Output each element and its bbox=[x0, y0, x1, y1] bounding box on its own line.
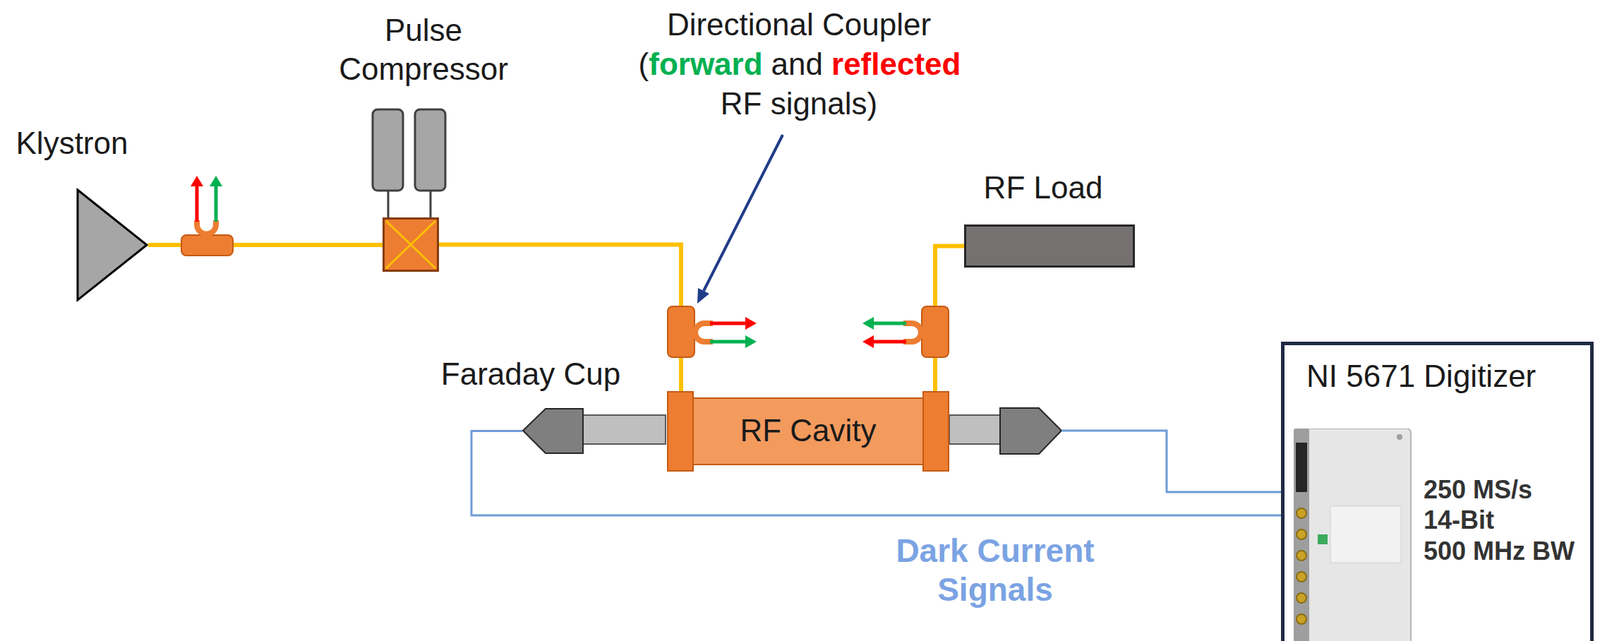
reflected-arrowhead bbox=[190, 175, 204, 187]
signal-wire bbox=[1061, 430, 1281, 492]
faraday-cup-symbol bbox=[1000, 407, 1062, 454]
component-label: Pulse Compressor bbox=[328, 10, 519, 89]
sma-connector bbox=[1296, 508, 1307, 519]
forward-arrow bbox=[710, 340, 747, 344]
cavity-flange bbox=[667, 391, 694, 471]
callout-text: ( bbox=[638, 45, 650, 83]
node-outline bbox=[522, 407, 667, 454]
panel-title: NI 5671 Digitizer bbox=[1306, 357, 1536, 395]
reflected-signal-label: reflected bbox=[831, 45, 961, 83]
hybrid-cross bbox=[386, 220, 436, 269]
sma-connector bbox=[1296, 529, 1307, 540]
component-label: Faraday Cup bbox=[441, 355, 621, 393]
module-label-plate bbox=[1330, 506, 1401, 563]
faraday-cup-node: Faraday Cup bbox=[522, 407, 667, 454]
beam-pipe bbox=[581, 414, 666, 444]
beam-pipe bbox=[949, 414, 1003, 444]
faraday-cup-symbol bbox=[522, 408, 583, 454]
digitizer-module-picture bbox=[1293, 428, 1414, 641]
node-outline bbox=[964, 224, 1135, 268]
reflected-arrow bbox=[195, 184, 200, 222]
module-screw bbox=[1396, 434, 1403, 440]
tube-stem bbox=[387, 189, 390, 219]
component-label: RF Load bbox=[983, 168, 1104, 207]
coupler-body bbox=[667, 306, 695, 358]
forward-arrow bbox=[214, 184, 219, 222]
coupler-body bbox=[921, 306, 949, 358]
reflected-arrow bbox=[872, 340, 907, 344]
sma-connector bbox=[1296, 550, 1307, 561]
spec-line: 250 MS/s bbox=[1423, 474, 1533, 505]
forward-signal-label: forward bbox=[648, 45, 763, 83]
cavity-body bbox=[679, 398, 937, 465]
callout-line: (forwardandreflected bbox=[638, 45, 962, 83]
callout-arrowhead bbox=[697, 287, 710, 304]
pulse-compressor-node: Pulse Compressor bbox=[382, 217, 439, 272]
sma-connector bbox=[1296, 592, 1307, 603]
hybrid-cross bbox=[386, 220, 436, 269]
coupler-body bbox=[181, 235, 233, 256]
forward-arrowhead bbox=[745, 335, 757, 348]
rf-load-node: RF Load bbox=[964, 224, 1135, 268]
coupler-loop bbox=[196, 220, 216, 235]
forward-arrowhead bbox=[209, 175, 223, 187]
module-logo bbox=[1317, 534, 1328, 545]
compressor-box bbox=[383, 218, 439, 272]
forward-arrowhead bbox=[862, 316, 874, 330]
cavity-label: RF Cavity bbox=[739, 411, 876, 449]
tube-stem bbox=[429, 189, 432, 219]
spec-line: 500 MHz BW bbox=[1423, 535, 1575, 567]
load-box bbox=[965, 225, 1135, 267]
forward-arrow bbox=[872, 321, 907, 326]
storage-cavity bbox=[414, 109, 446, 191]
spec-line: 14-Bit bbox=[1423, 504, 1495, 535]
klystron-symbol bbox=[77, 189, 147, 300]
rf-cavity-node: RF Cavity bbox=[666, 391, 950, 472]
coupler-loop bbox=[903, 323, 922, 342]
callout-leader bbox=[703, 134, 783, 291]
reflected-arrowhead bbox=[862, 335, 874, 348]
host-connector bbox=[1295, 442, 1308, 492]
callout-text: and bbox=[771, 45, 823, 83]
cavity-flange bbox=[923, 391, 949, 471]
reflected-arrowhead bbox=[745, 316, 757, 330]
front-panel bbox=[1293, 428, 1310, 641]
klystron-node: Klystron bbox=[76, 188, 149, 302]
signal-group-label: Dark Current Signals bbox=[875, 531, 1116, 610]
callout-text: RF signals) bbox=[720, 84, 878, 123]
component-label: Klystron bbox=[16, 124, 129, 162]
reflected-arrow bbox=[710, 321, 747, 326]
node-outline bbox=[382, 217, 439, 272]
callout-title: Directional Coupler bbox=[666, 5, 931, 44]
digitizer-panel: NI 5671 Digitizer 250 MS/s14-Bit500 MHz B… bbox=[1280, 341, 1594, 641]
sma-connector bbox=[1296, 571, 1307, 582]
sma-connector bbox=[1296, 614, 1307, 624]
node-outline bbox=[76, 188, 149, 302]
coupler-loop bbox=[695, 323, 713, 342]
module-body bbox=[1299, 428, 1411, 641]
storage-cavity bbox=[372, 109, 403, 191]
